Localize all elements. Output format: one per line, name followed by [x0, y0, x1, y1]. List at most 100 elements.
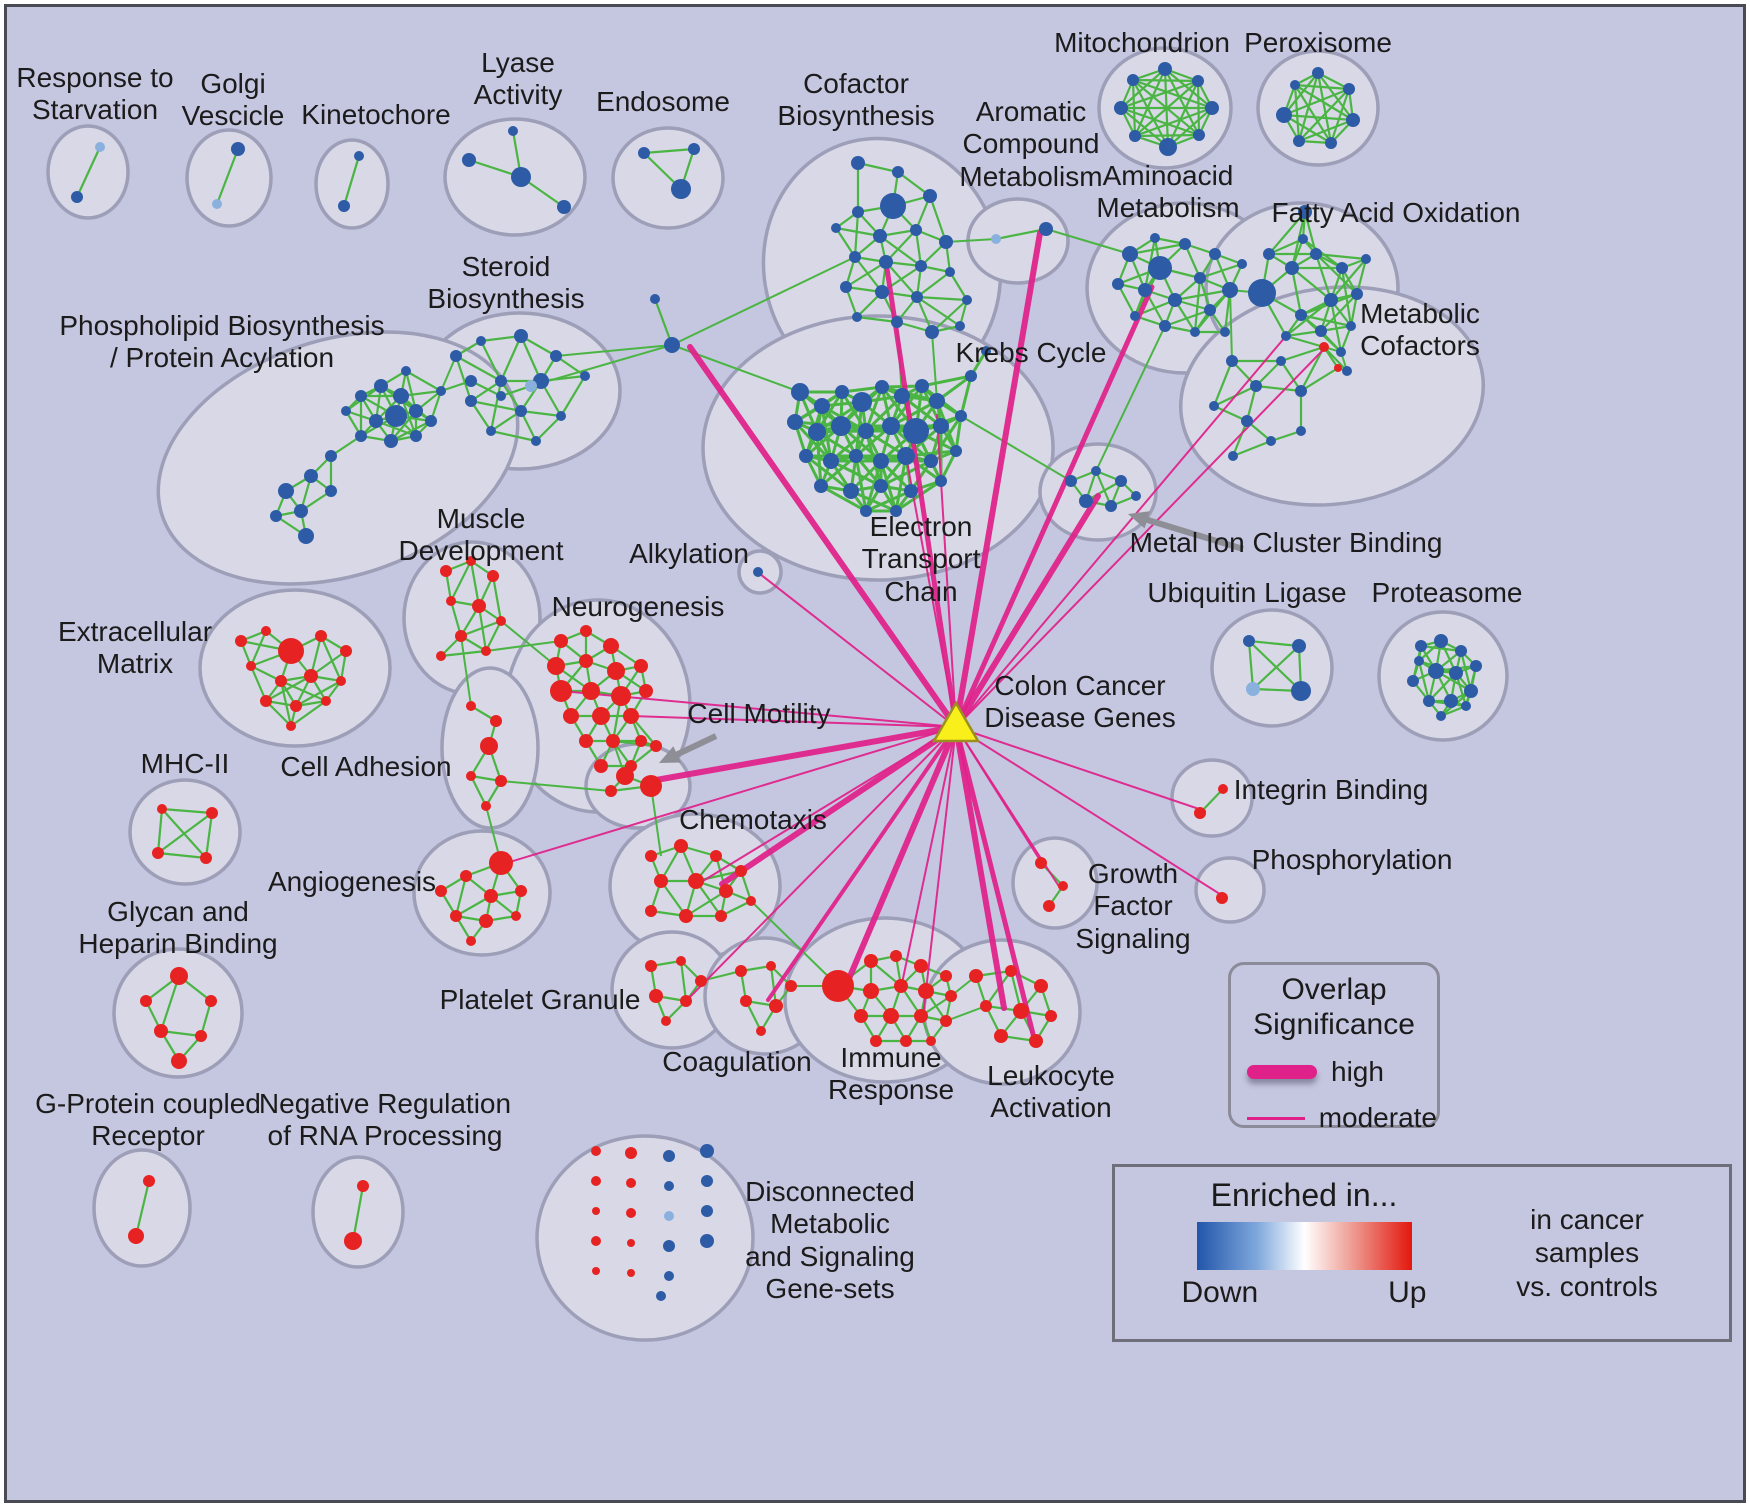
gene-set-node — [1179, 238, 1191, 250]
gene-set-node — [1043, 900, 1055, 912]
gene-set-node — [1428, 663, 1444, 679]
moderate-significance-label: moderate — [1318, 1102, 1437, 1133]
gene-set-node — [261, 626, 271, 636]
cluster-ellipse-peroxisome — [1256, 49, 1380, 167]
gene-set-node — [822, 970, 854, 1002]
gene-set-node — [640, 775, 662, 797]
gene-set-node — [1131, 491, 1141, 501]
gene-set-node — [325, 450, 337, 462]
green-overlap-edge — [555, 344, 673, 357]
green-overlap-edge — [879, 235, 922, 267]
green-overlap-edge — [895, 479, 942, 513]
enrichment-legend: Enriched in... Down Up in cancer samples… — [1112, 1164, 1732, 1342]
gene-set-node — [495, 775, 507, 787]
green-overlap-edge — [1283, 113, 1354, 122]
gene-set-node — [634, 659, 648, 673]
green-overlap-edge — [1132, 79, 1169, 148]
gene-set-node — [981, 346, 991, 356]
green-overlap-edge — [1420, 644, 1462, 653]
green-overlap-edge — [1247, 640, 1255, 690]
disease-overlap-edge — [687, 344, 959, 730]
gene-set-node — [1193, 129, 1205, 141]
green-overlap-edge — [1317, 72, 1354, 121]
gene-set-node — [496, 391, 506, 401]
label-colon-cancer-disease-genes: Colon Cancer Disease Genes — [984, 670, 1176, 734]
gene-set-node — [1295, 385, 1307, 397]
gene-set-node — [95, 142, 105, 152]
green-overlap-edge — [671, 256, 856, 346]
gene-set-node — [128, 1228, 144, 1244]
green-overlap-edge — [1252, 645, 1300, 690]
label-coagulation: Coagulation — [662, 1046, 812, 1077]
disease-overlap-edge — [922, 726, 957, 1018]
gene-set-node — [290, 700, 302, 712]
green-overlap-edge — [1120, 107, 1169, 148]
gene-set-node — [286, 721, 296, 731]
cluster-ellipse-disconnected-gene-sets — [535, 1134, 755, 1342]
gene-set-node — [879, 255, 893, 269]
disease-overlap-edge — [766, 725, 958, 1002]
green-overlap-edge — [1329, 299, 1343, 353]
green-overlap-edge — [931, 299, 968, 333]
gene-set-node — [260, 695, 272, 707]
gene-set-node — [481, 801, 491, 811]
gene-set-node — [656, 1291, 666, 1301]
green-overlap-edge — [1290, 267, 1303, 316]
gene-set-node — [1194, 272, 1206, 284]
gene-set-node — [556, 411, 566, 421]
green-overlap-edge — [820, 484, 867, 513]
green-overlap-edge — [1315, 253, 1358, 295]
green-overlap-edge — [390, 420, 432, 442]
gene-set-node — [890, 950, 902, 962]
pointer-arrow — [1140, 515, 1244, 552]
gene-set-node — [235, 635, 247, 647]
gene-set-node — [799, 449, 813, 463]
gene-set-node — [791, 383, 809, 401]
gene-set-node — [676, 956, 686, 966]
gene-set-node — [715, 910, 727, 922]
green-overlap-edge — [750, 900, 839, 987]
gene-set-node — [1319, 342, 1329, 352]
gene-set-node — [650, 740, 662, 752]
green-overlap-edge — [159, 975, 181, 1032]
gene-set-node — [341, 406, 351, 416]
disease-overlap-edge — [955, 348, 1325, 728]
gene-set-node — [1266, 436, 1276, 446]
disease-overlap-edge — [883, 259, 959, 730]
cluster-ellipse-integrin-binding — [1170, 758, 1254, 838]
green-overlap-edge — [1213, 404, 1248, 423]
gene-set-node — [835, 385, 849, 399]
gene-set-node — [1065, 475, 1077, 487]
gene-set-node — [304, 469, 318, 483]
gene-set-node — [171, 1053, 187, 1069]
gene-set-node — [1115, 475, 1127, 487]
gene-set-node — [1444, 694, 1458, 708]
gene-set-node — [1204, 304, 1216, 316]
gene-set-node — [462, 153, 476, 167]
gene-set-node — [882, 417, 900, 435]
gene-set-node — [140, 995, 152, 1007]
gene-set-node — [1205, 101, 1219, 115]
gene-set-node — [654, 874, 668, 888]
gene-set-node — [1298, 234, 1308, 244]
green-overlap-edge — [949, 271, 968, 301]
gene-set-node — [1216, 892, 1228, 904]
green-overlap-edge — [491, 575, 503, 622]
green-overlap-edge — [653, 298, 674, 346]
gene-set-node — [409, 404, 423, 418]
gene-set-node — [580, 625, 592, 637]
gene-set-node — [1263, 248, 1275, 260]
gene-set-node — [991, 234, 1001, 244]
gene-set-node — [980, 1000, 992, 1012]
green-overlap-edge — [157, 812, 213, 854]
gene-set-node — [374, 379, 388, 393]
gene-set-node — [550, 680, 572, 702]
green-overlap-edge — [249, 630, 268, 667]
gene-set-node — [270, 510, 282, 522]
gene-set-node — [344, 1232, 362, 1250]
gene-set-node — [1112, 278, 1124, 290]
disease-overlap-edge — [759, 573, 957, 728]
label-endosome: Endosome — [596, 86, 730, 117]
green-overlap-edge — [1280, 360, 1302, 392]
green-overlap-edge — [490, 429, 537, 443]
